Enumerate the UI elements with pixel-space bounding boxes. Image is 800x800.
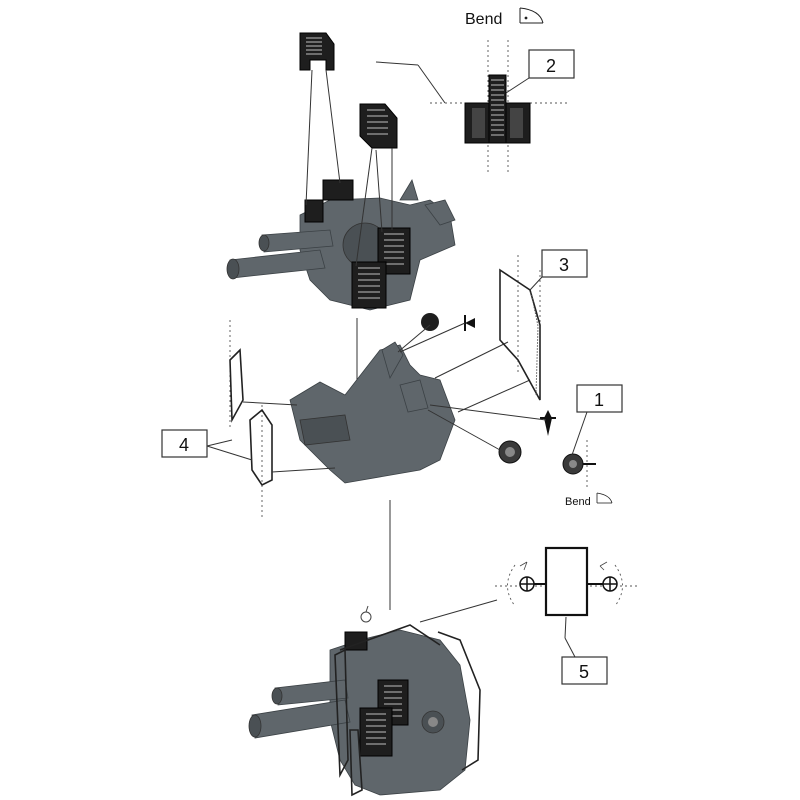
- step-bottom-assembly: [248, 500, 481, 797]
- pivot-arrow-icon: [599, 561, 608, 571]
- gun-cradle-middle: [289, 341, 456, 484]
- pin-part-top: [464, 315, 475, 331]
- bend-angle-icon: [519, 7, 544, 24]
- step-middle-assembly: 3 1 Bend 4: [161, 249, 623, 520]
- wheel-part-2: [562, 453, 596, 475]
- pe-frame-3: [499, 255, 541, 401]
- bend-label-bottom: Bend: [565, 496, 591, 508]
- callout-box-4: [161, 429, 208, 458]
- pe-box-6: [351, 261, 387, 309]
- bend-angle-icon: [596, 492, 613, 504]
- wheel-part-1: [498, 440, 522, 464]
- pe-box-3: [322, 179, 354, 201]
- small-disc-part: [421, 313, 439, 331]
- pivot-arrow-icon: [519, 561, 528, 571]
- pe-box-final-2: [359, 707, 393, 757]
- pe-box-2: [359, 103, 398, 149]
- callout-4: 4: [179, 435, 189, 455]
- bend-label-top: Bend: [465, 11, 502, 28]
- callout-3: 3: [559, 255, 569, 275]
- pin-part-right: [540, 410, 556, 436]
- callout-box-2: [528, 49, 575, 79]
- pe-box-4: [304, 199, 324, 223]
- detail-5-pivot: 5: [419, 546, 640, 685]
- callout-1: 1: [594, 390, 604, 410]
- pe-box-1: [299, 32, 335, 71]
- callout-5: 5: [579, 662, 589, 682]
- detail-2-box-fold: Bend 2: [375, 7, 575, 175]
- pe-box-5: [377, 227, 411, 275]
- callout-box-5: [561, 656, 608, 685]
- pe-frame-4: [229, 320, 273, 520]
- callout-2: 2: [546, 56, 556, 76]
- callout-box-3: [541, 249, 588, 278]
- step-top-assembly: [226, 32, 456, 311]
- callout-box-1: [576, 384, 623, 413]
